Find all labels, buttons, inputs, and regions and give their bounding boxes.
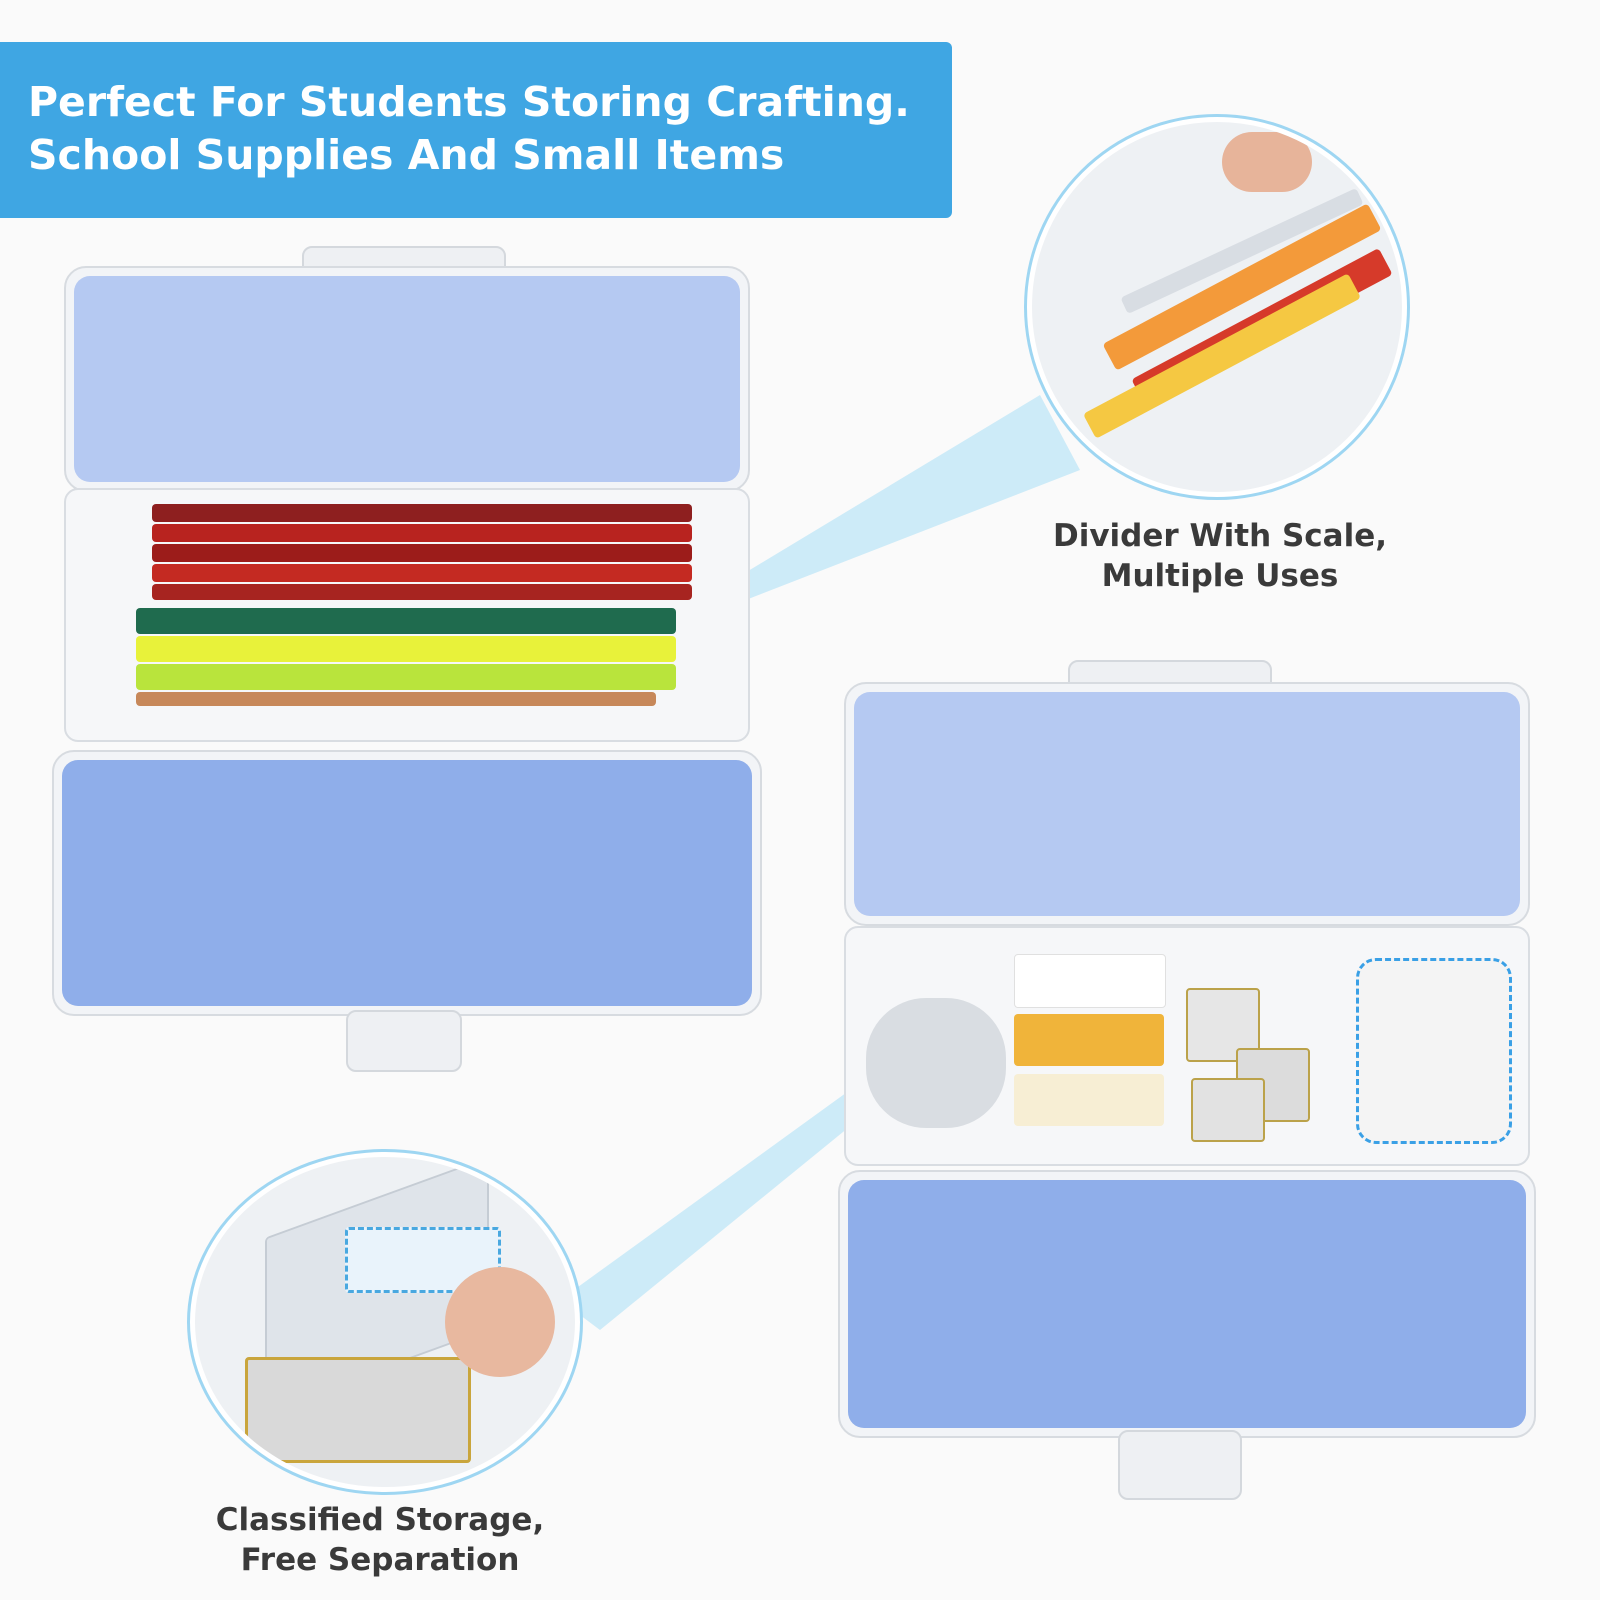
lid-panel-bottom: [848, 1180, 1526, 1428]
caption-classified-line-1: Classified Storage,: [215, 1502, 545, 1538]
detail-circle-divider: [1027, 117, 1407, 497]
paper-clips: [1356, 958, 1512, 1144]
lid-panel-bottom: [62, 760, 752, 1006]
sticky-note: [1014, 954, 1166, 1008]
case-tray: [64, 488, 750, 742]
binder-clip: [245, 1357, 471, 1463]
case-lid-bottom: [52, 750, 762, 1016]
eraser: [866, 998, 1006, 1128]
case-tray: [844, 926, 1530, 1166]
banner-text: Perfect For Students Storing Crafting. S…: [28, 76, 910, 182]
sticky-note: [1014, 1074, 1164, 1126]
lid-panel-top: [74, 276, 740, 482]
caption-divider-line-1: Divider With Scale,: [1052, 518, 1388, 554]
title-banner: Perfect For Students Storing Crafting. S…: [0, 42, 952, 218]
marker: [136, 692, 656, 706]
pencil: [152, 544, 692, 562]
pencil: [152, 564, 692, 582]
marker: [136, 636, 676, 662]
binder-clip: [1191, 1078, 1265, 1142]
binder-clip: [1186, 988, 1260, 1062]
pencil-case-right: [838, 660, 1558, 1580]
fingertip: [445, 1267, 555, 1377]
pencil: [152, 504, 692, 522]
banner-line-2: School Supplies And Small Items: [28, 131, 785, 179]
lid-panel-top: [854, 692, 1520, 916]
fingertip: [1222, 132, 1312, 192]
caption-divider-line-2: Multiple Uses: [1101, 558, 1339, 594]
caption-divider: Divider With Scale, Multiple Uses: [1020, 516, 1420, 596]
pencil-case-left: [48, 246, 768, 1076]
banner-line-1: Perfect For Students Storing Crafting.: [28, 78, 910, 126]
marker: [136, 664, 676, 690]
beam-top: [700, 395, 1080, 610]
case-lid-bottom: [838, 1170, 1536, 1438]
caption-classified-line-2: Free Separation: [240, 1542, 520, 1578]
beam-bottom: [560, 1090, 870, 1330]
case-lid-top: [844, 682, 1530, 926]
detail-circle-storage: [190, 1152, 580, 1492]
case-bottom-clip: [346, 1010, 462, 1072]
marker: [136, 608, 676, 634]
pencil: [152, 584, 692, 600]
case-lid-top: [64, 266, 750, 492]
caption-classified: Classified Storage, Free Separation: [180, 1500, 580, 1580]
pencil: [152, 524, 692, 542]
sticky-note: [1014, 1014, 1164, 1066]
case-bottom-clip: [1118, 1430, 1242, 1500]
